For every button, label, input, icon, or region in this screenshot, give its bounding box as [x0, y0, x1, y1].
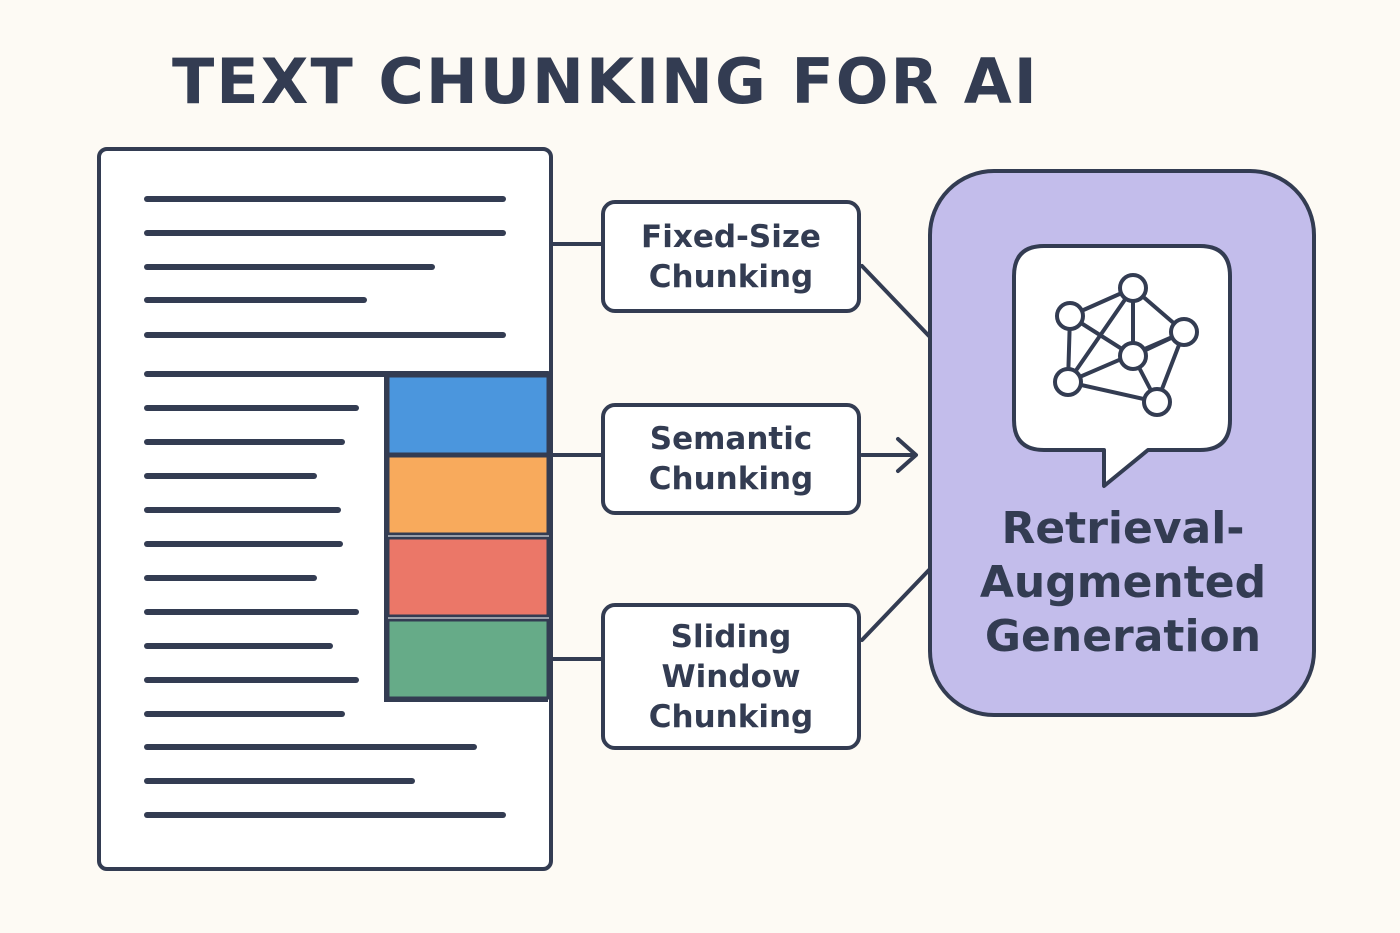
network-node — [1118, 273, 1148, 303]
chunk-blue — [386, 374, 550, 456]
arrowhead-semantic-to-rag — [896, 437, 918, 473]
fixed-size-chunking-box: Fixed-Size Chunking — [601, 200, 861, 313]
network-node — [1118, 341, 1148, 371]
chunk-green — [386, 618, 550, 700]
connectors — [546, 242, 931, 661]
sliding-window-chunking-box: Sliding Window Chunking — [601, 603, 861, 750]
network-node — [1053, 367, 1083, 397]
chunk-orange — [386, 454, 550, 536]
chunk-red — [386, 536, 550, 618]
chunk-stack — [384, 374, 550, 702]
chunk-stack-frame — [384, 376, 548, 702]
network-node — [1142, 387, 1172, 417]
rag-label: Retrieval- Augmented Generation — [979, 503, 1267, 662]
neural-network-icon — [1053, 273, 1199, 417]
rag-target — [928, 169, 1316, 717]
semantic-chunking-label: Semantic Chunking — [648, 421, 814, 497]
fixed-size-chunking-label: Fixed-Size Chunking — [641, 218, 821, 295]
page-title: TEXT CHUNKING FOR AI — [172, 45, 1039, 118]
connector-fixed-size-to-rag — [860, 264, 931, 338]
sliding-window-chunking-label: Sliding Window Chunking — [648, 618, 814, 735]
connector-sliding-window-to-rag — [860, 568, 931, 642]
network-node — [1169, 317, 1199, 347]
semantic-chunking-box: Semantic Chunking — [601, 403, 861, 515]
document-text-lines — [144, 196, 551, 818]
network-node — [1055, 301, 1085, 331]
